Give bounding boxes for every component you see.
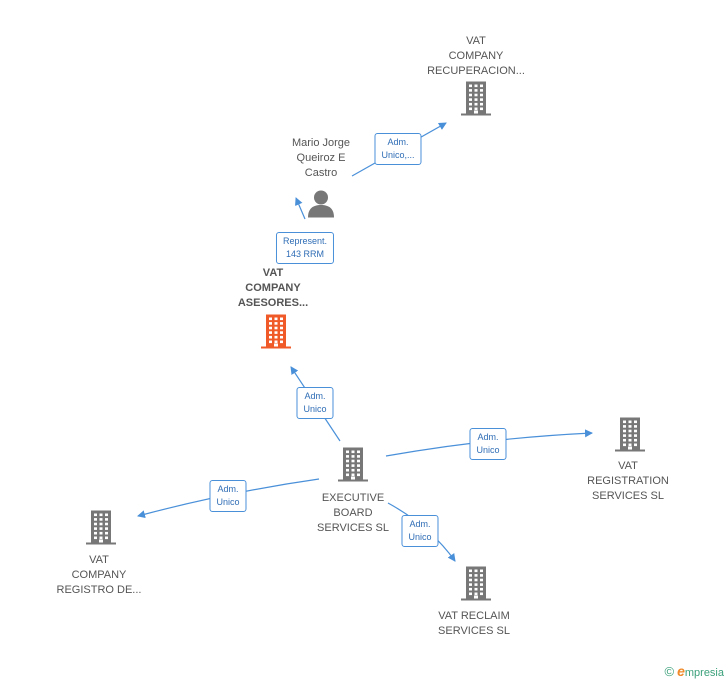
building-icon-vat-asesores[interactable] xyxy=(261,314,291,354)
node-label-vat-reclaim[interactable]: VAT RECLAIM SERVICES SL xyxy=(438,610,510,637)
building-icon-vat-registration[interactable] xyxy=(615,417,645,457)
footer-brand: ©empresia xyxy=(664,663,724,679)
node-label-vat-registro[interactable]: VAT COMPANY REGISTRO DE... xyxy=(56,554,142,596)
node-label-vat-recuperacion[interactable]: VAT COMPANY RECUPERACION... xyxy=(427,35,525,77)
node-label-vat-registration[interactable]: VAT REGISTRATION SERVICES SL xyxy=(587,460,669,502)
building-icon-vat-reclaim[interactable] xyxy=(461,566,491,606)
edge-label-executive-board-to-vat-asesores[interactable]: Adm. Unico xyxy=(296,387,334,419)
brand-name: mpresia xyxy=(684,667,724,679)
edge-label-executive-board-to-vat-registration[interactable]: Adm. Unico xyxy=(469,428,507,460)
edge-label-executive-board-to-vat-reclaim[interactable]: Adm. Unico xyxy=(401,515,439,547)
node-label-executive-board[interactable]: EXECUTIVE BOARD SERVICES SL xyxy=(317,492,389,534)
edge-label-vat-asesores-to-mario[interactable]: Represent. 143 RRM xyxy=(275,232,335,264)
edge-label-executive-board-to-vat-registro[interactable]: Adm. Unico xyxy=(209,480,247,512)
edge-vat-asesores-to-mario xyxy=(295,197,306,220)
edge-label-mario-to-vat-recuperacion[interactable]: Adm. Unico,... xyxy=(374,133,422,165)
building-icon-vat-recuperacion[interactable] xyxy=(461,81,491,121)
building-icon-executive-board[interactable] xyxy=(338,447,368,487)
copyright-symbol: © xyxy=(664,664,675,679)
person-icon-mario[interactable] xyxy=(307,190,335,223)
brand-logo-e: e xyxy=(677,663,685,679)
building-icon-vat-registro[interactable] xyxy=(86,510,116,550)
node-label-mario[interactable]: Mario Jorge Queiroz E Castro xyxy=(291,137,351,179)
node-label-vat-asesores[interactable]: VAT COMPANY ASESORES... xyxy=(237,267,309,309)
